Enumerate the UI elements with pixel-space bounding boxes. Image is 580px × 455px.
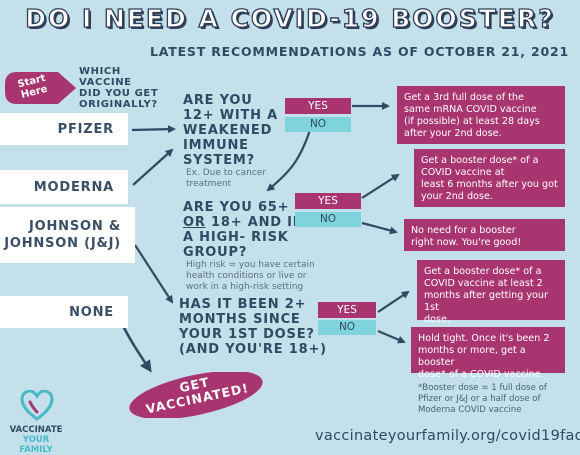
footnote-line-1: *Booster dose = 1 full dose of bbox=[418, 383, 547, 393]
q3-line-3: YOUR 1ST DOSE? bbox=[179, 327, 315, 342]
vaccine-option-moderna[interactable]: MODERNA bbox=[0, 170, 128, 204]
logo-line-1: VACCINATE bbox=[9, 425, 63, 435]
q2-line-4: GROUP? bbox=[183, 245, 248, 260]
result-4-line-1: Get a booster dose* of a bbox=[424, 266, 542, 277]
q2-line-1: ARE YOU 65+ bbox=[183, 200, 290, 215]
result-5-line-1: Hold tight. Once it's been 2 bbox=[418, 333, 550, 344]
q2-yes-button[interactable]: YES bbox=[295, 193, 361, 209]
result-2-line-4: your 2nd dose. bbox=[421, 191, 493, 202]
q3-line-4: (AND YOU'RE 18+) bbox=[179, 342, 327, 357]
q1-yes-button[interactable]: YES bbox=[285, 98, 351, 114]
start-question-line-2: VACCINE bbox=[79, 77, 132, 88]
logo-text: VACCINATE YOUR FAMILY bbox=[6, 425, 66, 455]
q2-note-line-2: health conditions or live or bbox=[186, 271, 307, 281]
footnote-line-2: Pfizer or J&J or a half dose of bbox=[418, 393, 541, 404]
q1-note: Ex. Due to cancer treatment bbox=[186, 168, 266, 190]
result-third-dose: Get a 3rd full dose of the same mRNA COV… bbox=[397, 86, 565, 144]
footnote-line-3: Moderna COVID vaccine bbox=[418, 404, 522, 415]
result-5-line-3: dose* of a COVID vaccine. bbox=[418, 369, 544, 380]
question-high-risk: ARE YOU 65+ OR 18+ AND IN A HIGH- RISK G… bbox=[183, 200, 304, 260]
result-booster-6-months: Get a booster dose* of a COVID vaccine a… bbox=[414, 149, 565, 207]
question-weakened-immune: ARE YOU 12+ WITH A WEAKENED IMMUNE SYSTE… bbox=[183, 93, 278, 168]
vaccine-label-jj-line-1: JOHNSON & bbox=[28, 219, 121, 234]
q1-note-line-2: treatment bbox=[186, 179, 232, 189]
arrow-q2-yes bbox=[361, 173, 400, 199]
result-booster-2-months: Get a booster dose* of a COVID vaccine a… bbox=[417, 260, 565, 325]
q3-line-1: HAS IT BEEN 2+ bbox=[179, 297, 307, 312]
arrow-jj-to-q3 bbox=[134, 244, 174, 304]
q1-note-line-1: Ex. Due to cancer bbox=[186, 168, 267, 178]
arrow-moderna-to-q1 bbox=[132, 148, 174, 186]
arrow-q3-no bbox=[377, 329, 406, 344]
result-4-line-2: COVID vaccine at least 2 bbox=[424, 278, 543, 289]
result-1-line-4: after your 2nd dose. bbox=[404, 128, 502, 139]
result-hold-tight: Hold tight. Once it's been 2 months or m… bbox=[411, 327, 565, 380]
start-question-line-3: DID YOU GET bbox=[79, 88, 159, 99]
q1-line-2: 12+ WITH A bbox=[183, 108, 279, 123]
result-1-line-3: (if possible) at least 28 days bbox=[404, 116, 540, 127]
vaccine-option-jj[interactable]: JOHNSON & JOHNSON (J&J) bbox=[0, 207, 135, 263]
start-question: WHICH VACCINE DID YOU GET ORIGINALLY? bbox=[79, 66, 158, 110]
q2-line-2: OR 18+ AND IN bbox=[183, 215, 305, 230]
get-vaccinated-oval bbox=[129, 372, 263, 418]
vaccine-option-pfizer[interactable]: PFIZER bbox=[0, 113, 128, 145]
vaccine-label-jj-line-2: JOHNSON (J&J) bbox=[4, 236, 121, 251]
get-vaccinated-badge[interactable]: GET VACCINATED! bbox=[126, 372, 266, 418]
page-subtitle: LATEST RECOMMENDATIONS AS OF OCTOBER 21,… bbox=[150, 44, 569, 59]
question-two-months: HAS IT BEEN 2+ MONTHS SINCE YOUR 1ST DOS… bbox=[179, 297, 327, 357]
q3-yes-button[interactable]: YES bbox=[318, 302, 376, 318]
arrow-q3-yes bbox=[377, 290, 410, 313]
q1-line-3: WEAKENED bbox=[183, 123, 273, 138]
result-1-line-1: Get a 3rd full dose of the bbox=[404, 92, 524, 103]
q3-line-2: MONTHS SINCE bbox=[179, 312, 301, 327]
website-link[interactable]: vaccinateyourfamily.org/covid19faq bbox=[315, 428, 580, 444]
q2-note: High risk = you have certain health cond… bbox=[186, 260, 315, 293]
arrow-q2-no bbox=[361, 221, 398, 235]
q1-line-4: IMMUNE bbox=[183, 138, 249, 153]
q2-no-button[interactable]: NO bbox=[295, 212, 361, 227]
q2-line-3: A HIGH- RISK bbox=[183, 230, 289, 245]
vaccine-option-none[interactable]: NONE bbox=[0, 296, 128, 328]
result-2-line-1: Get a booster dose* of a bbox=[421, 155, 539, 166]
result-no-booster: No need for a booster right now. You're … bbox=[404, 219, 565, 251]
start-question-line-4: ORIGINALLY? bbox=[79, 99, 158, 110]
result-4-line-3: months after getting your 1st bbox=[424, 290, 548, 313]
q1-line-5: SYSTEM? bbox=[183, 153, 255, 168]
booster-footnote: *Booster dose = 1 full dose of Pfizer or… bbox=[418, 383, 568, 415]
arrow-pfizer-to-q1 bbox=[131, 125, 176, 134]
q3-no-button[interactable]: NO bbox=[318, 320, 376, 335]
result-2-line-3: least 6 months after you got bbox=[421, 179, 558, 190]
q2-note-line-3: work in a high-risk setting bbox=[186, 282, 304, 292]
heart-logo-icon bbox=[20, 390, 54, 421]
result-2-line-2: COVID vaccine at bbox=[421, 167, 505, 178]
logo-line-2: YOUR FAMILY bbox=[19, 435, 53, 455]
vaccine-label-none: NONE bbox=[69, 304, 114, 320]
result-4-line-4: dose. bbox=[424, 314, 450, 325]
vaccine-label-pfizer: PFIZER bbox=[57, 121, 114, 137]
q2-note-line-1: High risk = you have certain bbox=[186, 260, 315, 270]
result-5-line-2: months or more, get a booster bbox=[418, 345, 526, 368]
vaccine-label-moderna: MODERNA bbox=[33, 179, 114, 195]
result-1-line-2: same mRNA COVID vaccine bbox=[404, 104, 537, 115]
q1-line-1: ARE YOU bbox=[183, 93, 253, 108]
result-3-line-1: No need for a booster bbox=[411, 225, 516, 236]
arrow-q1-no-to-q2 bbox=[266, 129, 312, 192]
q1-no-button[interactable]: NO bbox=[285, 117, 351, 132]
page-title: DO I NEED A COVID-19 BOOSTER? bbox=[25, 3, 555, 33]
start-here-badge: Start Here bbox=[2, 70, 78, 106]
result-3-line-2: right now. You're good! bbox=[411, 237, 522, 248]
start-question-line-1: WHICH bbox=[79, 66, 121, 77]
